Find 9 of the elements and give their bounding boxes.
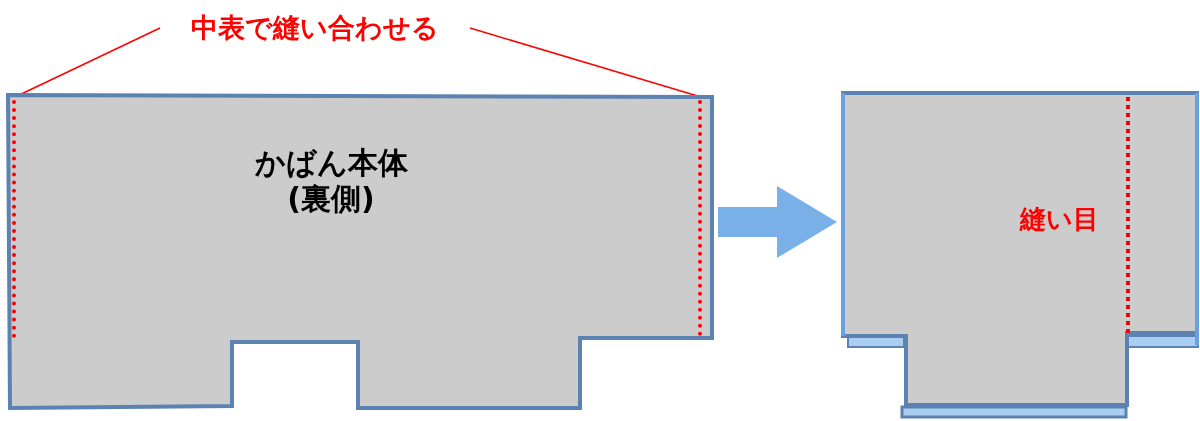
part-subtitle: (裏側) <box>286 180 376 218</box>
stitch-line <box>698 100 702 336</box>
stitch-line <box>12 100 16 338</box>
folded-bag-pattern <box>840 91 1200 419</box>
instruction-text: 中表で縫い合わせる <box>170 8 460 48</box>
bag-body-pattern <box>6 93 716 413</box>
seam-label: 縫い目 <box>1020 203 1099 236</box>
part-title: かばん本体 <box>253 144 409 182</box>
block-arrow <box>718 186 837 258</box>
